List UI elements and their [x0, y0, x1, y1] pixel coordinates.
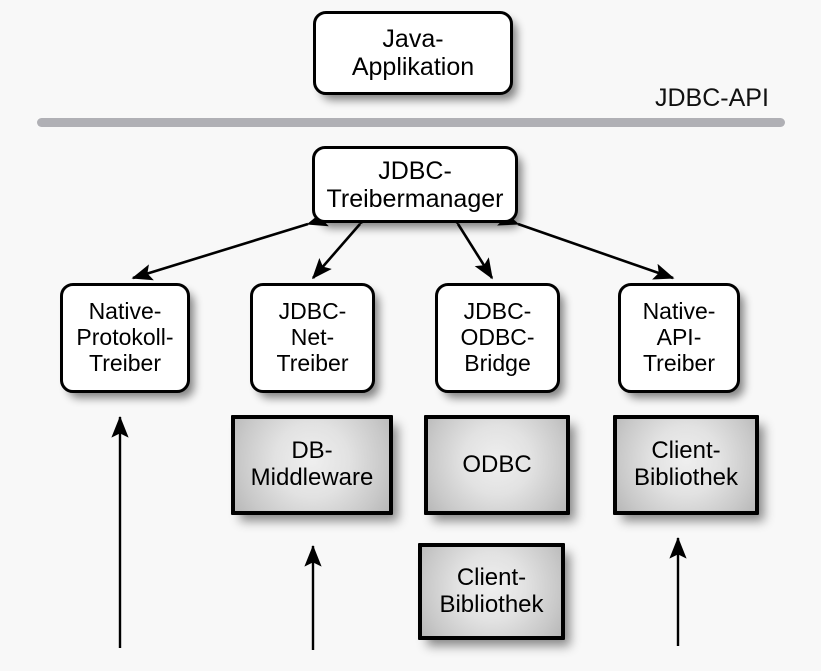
node-native-protokoll-treiber-label: Native- Protokoll- Treiber [76, 298, 174, 376]
node-client-bibliothek-right[interactable]: Client- Bibliothek [613, 415, 759, 515]
node-db-middleware[interactable]: DB- Middleware [231, 415, 393, 515]
node-odbc[interactable]: ODBC [424, 415, 570, 515]
node-java-application[interactable]: Java- Applikation [313, 11, 513, 95]
link-manager-jdbc-odbc [440, 203, 494, 280]
link-manager-jdbc-net [311, 204, 379, 280]
link-manager-native-protokoll [131, 210, 329, 281]
node-jdbc-treibermanager-label: JDBC- Treibermanager [326, 156, 504, 213]
node-client-bibliothek-right-label: Client- Bibliothek [633, 437, 739, 491]
node-native-api-treiber[interactable]: Native- API- Treiber [618, 283, 740, 393]
node-jdbc-treibermanager[interactable]: JDBC- Treibermanager [312, 146, 518, 223]
node-client-bibliothek-bottom[interactable]: Client- Bibliothek [418, 543, 565, 640]
node-java-application-label: Java- Applikation [351, 25, 475, 81]
link-manager-native-api [497, 209, 675, 280]
node-jdbc-net-treiber[interactable]: JDBC- Net- Treiber [250, 283, 375, 393]
node-jdbc-odbc-bridge[interactable]: JDBC- ODBC- Bridge [435, 283, 560, 393]
node-db-middleware-label: DB- Middleware [250, 437, 374, 491]
jdbc-api-label: JDBC-API [655, 84, 769, 112]
node-client-bibliothek-bottom-label: Client- Bibliothek [439, 563, 544, 618]
node-jdbc-net-treiber-label: JDBC- Net- Treiber [276, 298, 349, 376]
jdbc-api-separator-bar [37, 118, 785, 127]
node-odbc-label: ODBC [462, 450, 532, 478]
node-native-protokoll-treiber[interactable]: Native- Protokoll- Treiber [60, 283, 190, 393]
node-native-api-treiber-label: Native- API- Treiber [642, 298, 716, 376]
node-jdbc-odbc-bridge-label: JDBC- ODBC- Bridge [460, 298, 535, 376]
